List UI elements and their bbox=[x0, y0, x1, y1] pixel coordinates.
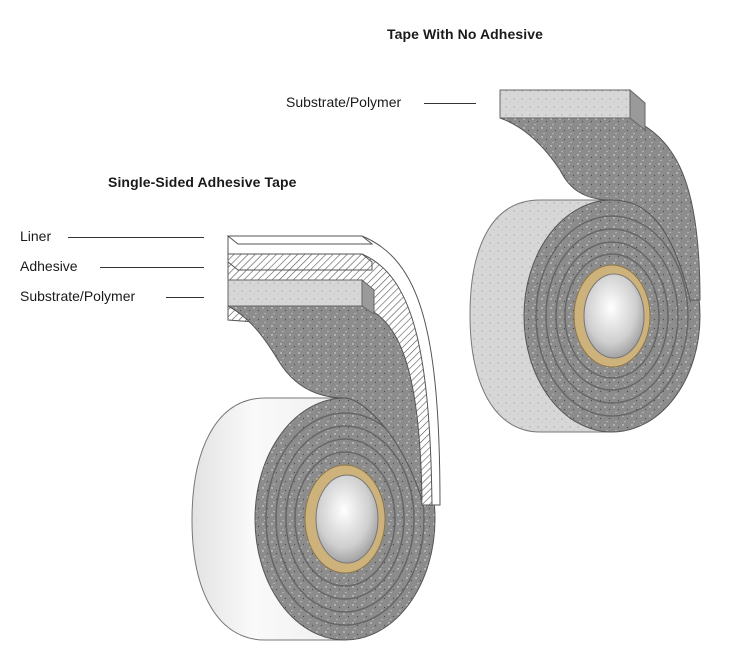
liner-label: Liner bbox=[20, 228, 52, 244]
adhesive-leader bbox=[100, 267, 204, 268]
single-sided-title: Single-Sided Adhesive Tape bbox=[108, 174, 297, 190]
single-sided-roll bbox=[191, 235, 441, 641]
no-adhesive-title: Tape With No Adhesive bbox=[387, 26, 543, 42]
liner-leader bbox=[68, 237, 204, 238]
single-substrate-leader bbox=[166, 297, 204, 298]
no-adhesive-substrate-leader bbox=[424, 103, 476, 104]
no-adhesive-roll bbox=[469, 88, 701, 433]
adhesive-label: Adhesive bbox=[20, 258, 78, 274]
no-adhesive-substrate-label: Substrate/Polymer bbox=[286, 94, 402, 110]
single-substrate-label: Substrate/Polymer bbox=[20, 288, 136, 304]
